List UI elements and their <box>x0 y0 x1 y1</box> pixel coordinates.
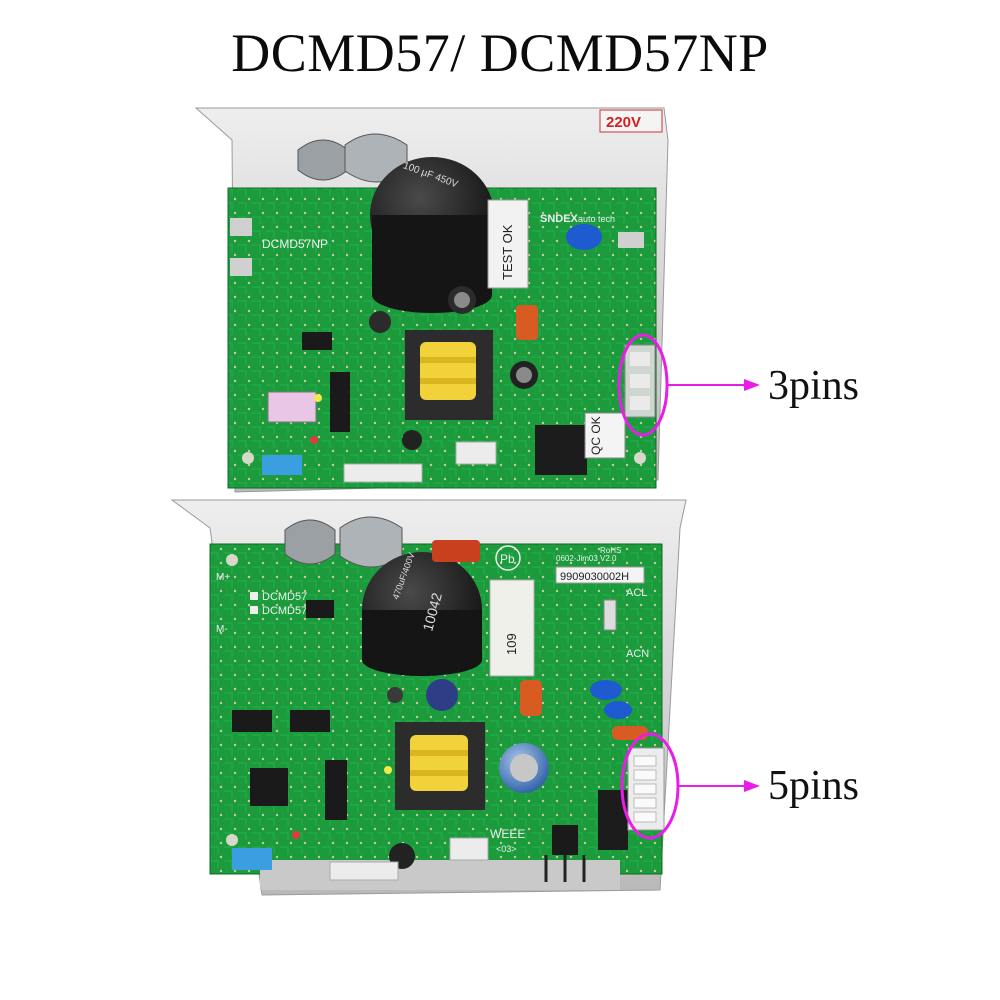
svg-text:<03>: <03> <box>496 844 517 854</box>
svg-text:auto tech: auto tech <box>578 214 615 224</box>
bottom-model-line-1: DCMD57 <box>262 591 307 603</box>
brand-text: SNDEX <box>540 213 579 225</box>
svg-text:M+: M+ <box>216 572 230 583</box>
top-model-text: DCMD57NP <box>262 237 328 251</box>
voltage-tag: 220V <box>606 114 641 131</box>
serial-sticker: 9909030002H <box>560 571 629 583</box>
three-pins-label: 3pins <box>768 363 860 409</box>
top-board: 220V 100 μF 450V TEST OK SNDEX auto tech… <box>194 107 669 493</box>
bottom-model-line-2: DCMD57P <box>262 605 315 617</box>
svg-text:M-: M- <box>216 624 228 635</box>
ceramic-label: 109 <box>504 633 519 655</box>
test-sticker: TEST OK <box>500 224 515 280</box>
svg-text:ACL: ACL <box>626 587 647 599</box>
page-title: DCMD57/ DCMD57NP <box>231 23 769 83</box>
svg-text:ACN: ACN <box>626 648 649 660</box>
weee-label: WEEE <box>490 827 525 841</box>
svg-text:Pb: Pb <box>500 552 515 566</box>
qc-sticker: QC OK <box>589 416 603 455</box>
svg-text:RoHS: RoHS <box>600 546 621 555</box>
svg-text:0602-Jim03 V2.0: 0602-Jim03 V2.0 <box>556 554 617 563</box>
bottom-board: 10042 470uF/400V Pb 109 9909030002H 0602… <box>170 499 687 896</box>
top-cable <box>297 139 349 181</box>
five-pins-label: 5pins <box>768 763 860 809</box>
